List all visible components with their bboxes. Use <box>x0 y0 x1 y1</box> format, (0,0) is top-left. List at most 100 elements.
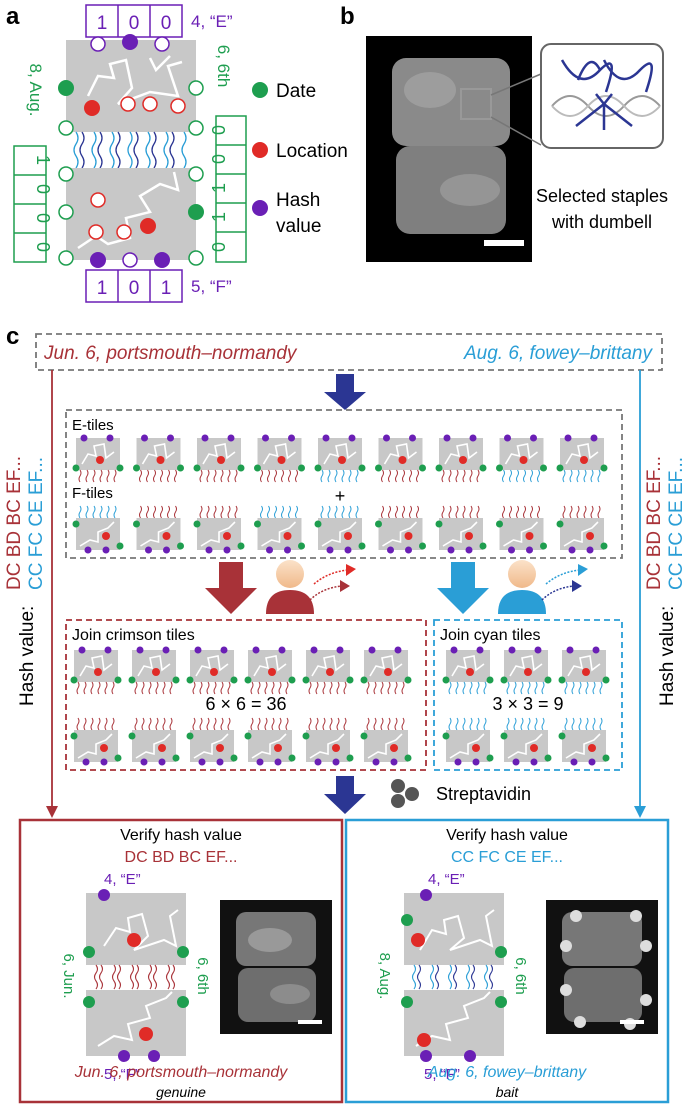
mini-tile <box>360 646 412 695</box>
mini-tile <box>375 434 426 483</box>
hash-cyan-left: CC FC CE EF... <box>26 457 47 590</box>
mini-tile <box>186 646 238 695</box>
bottom-bit: 1 <box>97 278 108 299</box>
genuine-message: Jun. 6, portsmouth–normandy <box>74 1064 289 1081</box>
mini-tile <box>128 646 180 695</box>
mini-tile <box>500 646 552 695</box>
message-left: Jun. 6, portsmouth–normandy <box>43 343 298 364</box>
panel-a-legend: Date Location Hash value <box>252 81 348 237</box>
mini-tile <box>244 646 296 695</box>
left-bit: 0 <box>33 184 53 194</box>
top-hash-label: 4, “E” <box>191 12 233 31</box>
mini-tile <box>302 717 354 766</box>
mini-tile <box>360 717 412 766</box>
bottom-bit: 1 <box>161 278 172 299</box>
mini-tile <box>128 717 180 766</box>
mini-tile <box>70 646 122 695</box>
tile-pool-box <box>65 409 623 559</box>
left-date-label: 8, Aug. <box>26 64 45 117</box>
inset-caption-1: Selected staples <box>536 186 668 206</box>
bait-structure: 4, “E” 5, “F” 8, Aug. 6, 6th <box>376 871 529 1083</box>
panel-label-b: b <box>340 3 355 30</box>
cyan-count: 3 × 3 = 9 <box>492 694 563 714</box>
right-bit: 1 <box>209 212 229 222</box>
genuine-label: genuine <box>156 1084 206 1100</box>
right-bit: 0 <box>209 125 229 135</box>
bait-rot-left: 8, Aug. <box>376 953 393 1000</box>
genuine-rot-left: 6, Jun. <box>60 953 77 998</box>
hash-legend-dot <box>252 200 268 216</box>
mini-tile <box>72 505 124 554</box>
cyan-person-icon <box>498 560 588 614</box>
verify-hash-left: DC BD BC EF... <box>125 849 238 866</box>
hash-label-left: Hash value: <box>17 606 38 706</box>
streptavidin-label: Streptavidin <box>436 784 531 804</box>
mini-tile <box>442 717 494 766</box>
mini-tile <box>556 434 608 483</box>
mini-tile <box>375 505 426 554</box>
right-bit: 1 <box>209 183 229 193</box>
tem-image <box>366 36 532 262</box>
mini-tile <box>558 717 610 766</box>
mini-tile <box>254 434 305 483</box>
hash-crimson-right: DC BD BC EF... <box>644 456 665 590</box>
mini-tile <box>500 717 552 766</box>
left-bit: 0 <box>33 213 53 223</box>
top-bit: 0 <box>129 13 140 34</box>
location-legend-dot <box>252 142 268 158</box>
bait-label: bait <box>496 1084 520 1100</box>
mini-tile <box>496 434 547 483</box>
legend-location: Location <box>276 141 348 162</box>
plus-sign: + <box>335 486 346 506</box>
mini-tile <box>244 717 296 766</box>
right-date-label: 6, 6th <box>214 45 233 88</box>
bait-rot-right: 6, 6th <box>512 957 529 995</box>
mini-tile <box>435 434 487 483</box>
join-cyan-box <box>433 619 623 771</box>
streptavidin-icon <box>391 779 419 808</box>
bait-afm-image <box>546 900 658 1034</box>
panel-label-c: c <box>6 323 19 350</box>
genuine-rot-right: 6, 6th <box>194 957 211 995</box>
hash-cyan-right: CC FC CE EF... <box>666 457 685 590</box>
hash-crimson-left: DC BD BC EF... <box>4 456 25 590</box>
left-bit: 1 <box>33 155 53 165</box>
verify-genuine-box <box>18 818 344 1104</box>
mini-tile <box>314 505 366 554</box>
top-bit: 0 <box>161 13 172 34</box>
crimson-count: 6 × 6 = 36 <box>205 694 286 714</box>
e-tiles-label: E-tiles <box>72 417 114 434</box>
mini-tile <box>314 434 366 483</box>
mini-tile <box>186 717 238 766</box>
mini-tile <box>193 505 245 554</box>
verify-title-right: Verify hash value <box>446 827 568 844</box>
message-box <box>35 333 663 371</box>
date-legend-dot <box>252 82 268 98</box>
mini-tile <box>72 434 124 483</box>
mini-tile <box>254 505 305 554</box>
hash-label-right: Hash value: <box>657 606 678 706</box>
cyan-arrow <box>437 562 489 614</box>
legend-date: Date <box>276 81 316 102</box>
panel-label-a: a <box>6 3 20 30</box>
mini-tile <box>496 505 547 554</box>
panel-a-diagram: 1 0 0 4, “E” <box>13 4 247 303</box>
message-right: Aug. 6, fowey–brittany <box>463 343 653 364</box>
crimson-person-icon <box>266 560 356 614</box>
legend-hash-value: value <box>276 216 321 237</box>
genuine-afm-image <box>220 900 332 1034</box>
genuine-f-label: 5, “F” <box>104 1066 140 1083</box>
mini-tile <box>133 505 184 554</box>
pool-tiles <box>72 434 608 554</box>
dumbbell-inset <box>540 43 664 149</box>
mini-tile <box>302 646 354 695</box>
bait-f-label: 5, “F” <box>424 1066 460 1083</box>
join-tiles <box>70 646 610 766</box>
left-bit: 0 <box>33 242 53 252</box>
mini-tile <box>193 434 245 483</box>
bait-e-label: 4, “E” <box>428 871 465 888</box>
f-tiles-label: F-tiles <box>72 485 113 502</box>
inset-caption-2: with dumbell <box>551 212 652 232</box>
mini-tile <box>70 717 122 766</box>
down-arrow <box>324 374 366 410</box>
